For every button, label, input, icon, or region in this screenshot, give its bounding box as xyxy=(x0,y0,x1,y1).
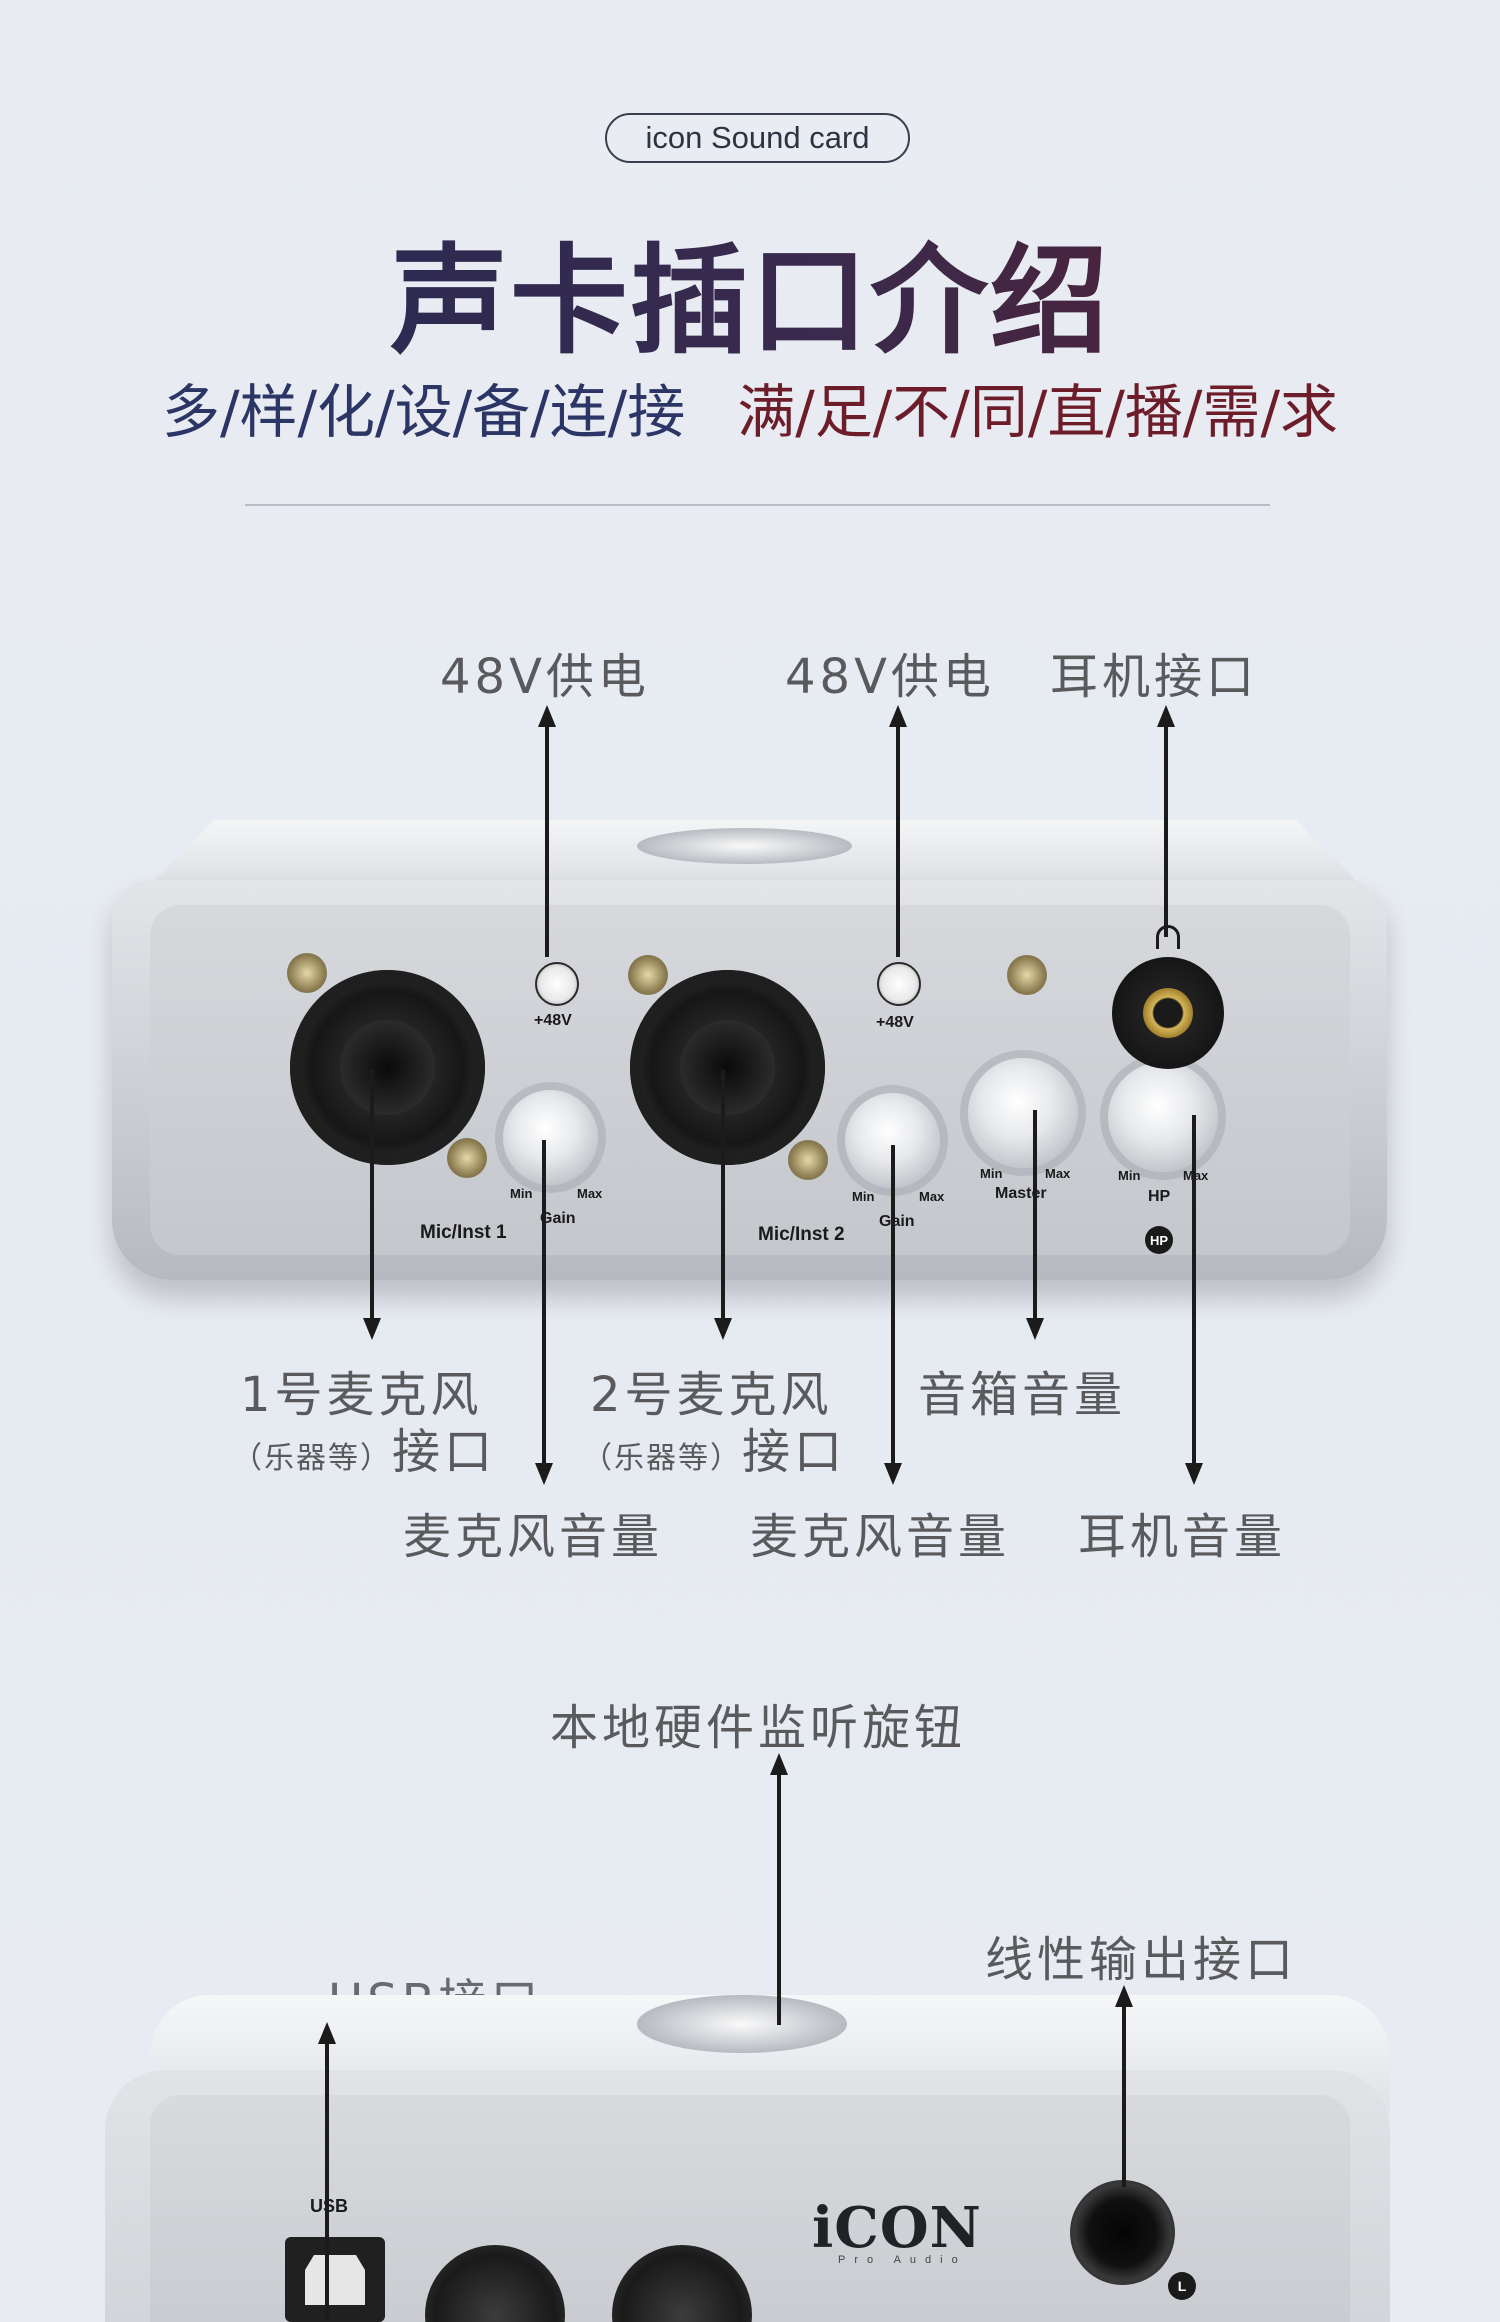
hp-min: Min xyxy=(1118,1168,1141,1183)
hp-volume-knob xyxy=(1108,1062,1218,1172)
label-mic1-jack: 接口 xyxy=(392,1424,497,1480)
xlr-combo-jack-2 xyxy=(630,970,825,1165)
label-48v-1: 48V供电 xyxy=(440,649,650,705)
subtitle-left: 多/样/化/设/备/连/接 xyxy=(161,378,686,446)
screw-icon xyxy=(287,953,327,993)
master-label: Master xyxy=(995,1185,1047,1202)
panel-label-48v-2: +48V xyxy=(876,1014,914,1031)
gain2-min: Min xyxy=(852,1189,875,1204)
master-min: Min xyxy=(980,1166,1003,1181)
arrow-down-icon xyxy=(363,1318,381,1340)
screw-icon xyxy=(447,1138,487,1178)
pointer-line xyxy=(542,1140,546,1465)
brand-badge: icon Sound card xyxy=(605,113,910,163)
monitor-knob-top xyxy=(637,828,852,864)
usb-icon: USB xyxy=(310,2196,349,2216)
panel-label-48v-1: +48V xyxy=(534,1012,572,1029)
hp-label: HP xyxy=(1148,1188,1171,1205)
label-mic1: 1号麦克风 xyxy=(240,1367,483,1423)
phantom-power-button-2 xyxy=(877,962,921,1006)
master-max: Max xyxy=(1045,1166,1071,1181)
label-mic2-paren: （乐器等） xyxy=(582,1441,742,1476)
arrow-up-icon xyxy=(1115,1985,1133,2007)
headphone-icon xyxy=(1156,925,1180,949)
arrow-down-icon xyxy=(535,1463,553,1485)
arrow-up-icon xyxy=(770,1753,788,1775)
mic-inst-2-label: Mic/Inst 2 xyxy=(758,1224,845,1245)
usb-port xyxy=(285,2237,385,2322)
page-subtitle: 多/样/化/设/备/连/接满/足/不/同/直/播/需/求 xyxy=(0,365,1500,449)
master-knob xyxy=(968,1058,1078,1168)
label-headphone-volume: 耳机音量 xyxy=(1078,1509,1287,1565)
gain2-max: Max xyxy=(919,1189,945,1204)
label-mic2-jack: 接口 xyxy=(742,1424,847,1480)
phantom-power-button-1 xyxy=(535,962,579,1006)
screw-icon xyxy=(788,1140,828,1180)
arrow-up-icon xyxy=(538,705,556,727)
label-speaker-volume: 音箱音量 xyxy=(918,1367,1127,1423)
arrow-down-icon xyxy=(1026,1318,1044,1340)
arrow-down-icon xyxy=(714,1318,732,1340)
pointer-line xyxy=(370,1070,374,1320)
arrow-up-icon xyxy=(1157,705,1175,727)
arrow-up-icon xyxy=(318,2022,336,2044)
pointer-line xyxy=(721,1070,725,1320)
mic-inst-1-label: Mic/Inst 1 xyxy=(420,1222,507,1243)
pointer-line xyxy=(777,1770,781,2025)
gain1-max: Max xyxy=(577,1186,603,1201)
label-line-out: 线性输出接口 xyxy=(985,1932,1298,1988)
pointer-line xyxy=(891,1145,895,1465)
xlr-combo-jack-1 xyxy=(290,970,485,1165)
hp-badge-icon: HP xyxy=(1145,1226,1173,1254)
brand-badge-text: icon Sound card xyxy=(645,120,870,155)
arrow-up-icon xyxy=(889,705,907,727)
pointer-line xyxy=(1192,1115,1196,1465)
label-mic1-paren: （乐器等） xyxy=(232,1441,392,1476)
pointer-line xyxy=(896,722,900,957)
pointer-line xyxy=(325,2039,329,2319)
line-out-jack xyxy=(1070,2180,1175,2285)
monitor-knob xyxy=(637,1995,847,2053)
screw-icon xyxy=(628,955,668,995)
label-mic2-port: （乐器等）接口 xyxy=(582,1412,846,1482)
gain-knob-1 xyxy=(503,1090,598,1185)
headphone-jack xyxy=(1112,957,1224,1069)
gain1-label: Gain xyxy=(540,1210,576,1227)
gain2-label: Gain xyxy=(879,1213,915,1230)
pointer-line xyxy=(1033,1110,1037,1320)
subtitle-right: 满/足/不/同/直/播/需/求 xyxy=(737,378,1339,446)
label-headphone-jack: 耳机接口 xyxy=(1050,649,1259,705)
icon-logo-sub: Pro Audio xyxy=(838,2254,967,2266)
label-mic1-port: （乐器等）接口 xyxy=(232,1412,496,1482)
pointer-line xyxy=(1164,722,1168,937)
label-mic-volume-1: 麦克风音量 xyxy=(403,1509,664,1565)
divider xyxy=(245,504,1270,506)
page-title: 声卡插口介绍 xyxy=(0,205,1500,376)
l-badge-icon: L xyxy=(1168,2272,1196,2300)
gain1-min: Min xyxy=(510,1186,533,1201)
label-mic-volume-2: 麦克风音量 xyxy=(750,1509,1011,1565)
screw-icon xyxy=(1007,955,1047,995)
label-mic2: 2号麦克风 xyxy=(590,1367,833,1423)
arrow-down-icon xyxy=(884,1463,902,1485)
icon-logo: iCON xyxy=(812,2195,982,2261)
label-monitor-knob: 本地硬件监听旋钮 xyxy=(550,1700,967,1756)
label-48v-2: 48V供电 xyxy=(785,649,995,705)
pointer-line xyxy=(545,722,549,957)
pointer-line xyxy=(1122,2002,1126,2187)
arrow-down-icon xyxy=(1185,1463,1203,1485)
